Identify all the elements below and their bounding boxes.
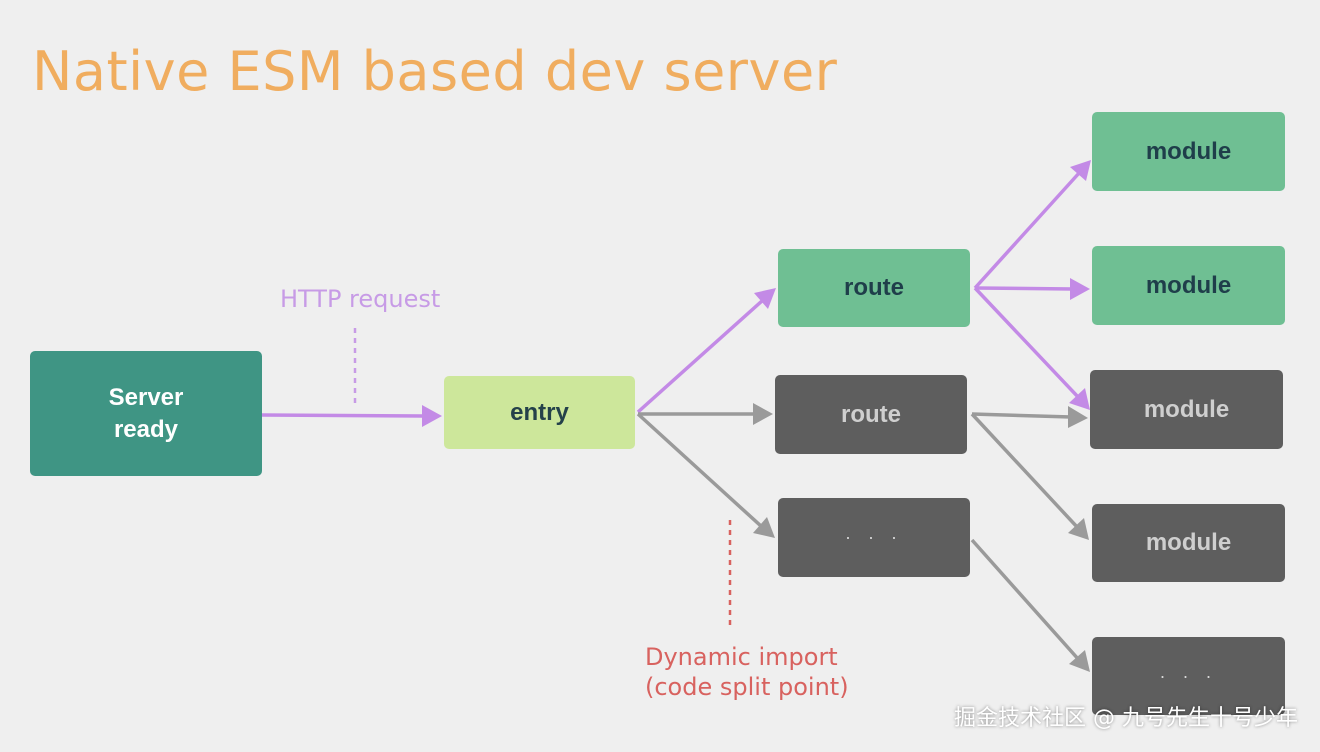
- server-ready-line2: ready: [113, 415, 179, 443]
- module-node-4: module: [1092, 504, 1285, 582]
- arrowhead-route-gray-module-3: [1068, 406, 1088, 428]
- server-ready-line1: Server: [108, 383, 184, 411]
- dots-node-right: · · ·: [1092, 637, 1285, 715]
- dynamic-import-label: Dynamic import (code split point): [645, 642, 849, 702]
- edge-dots-dots: [970, 538, 1081, 662]
- route-node-active: route: [778, 249, 970, 327]
- module-node-2: module: [1092, 246, 1285, 325]
- inactive-edges: [636, 403, 1090, 672]
- dynamic-import-line2: (code split point): [645, 673, 849, 701]
- arrowhead-entry-route-green: [754, 288, 776, 309]
- watermark-text: 掘金技术社区 @ 九号先生十号少年: [954, 706, 1298, 731]
- edge-server-entry: [261, 413, 425, 418]
- diagram-title: Native ESM based dev server: [32, 40, 838, 103]
- edge-route-module-3: [973, 286, 1081, 400]
- entry-node: entry: [444, 376, 635, 449]
- edge-entry-dots: [636, 412, 764, 529]
- module-node-3: module: [1090, 370, 1283, 449]
- arrowhead-route-module-1: [1070, 160, 1091, 181]
- route-node-inactive: route: [775, 375, 967, 454]
- edge-route-gray-module-3: [971, 412, 1072, 419]
- arrowhead-route-module-2: [1070, 278, 1090, 300]
- arrowhead-dots-dots: [1069, 650, 1090, 672]
- arrowhead-server-entry: [422, 405, 442, 427]
- server-ready-node: Server ready: [30, 351, 262, 476]
- dots-node-middle: · · ·: [778, 498, 970, 577]
- arrowhead-route-module-3: [1069, 388, 1090, 410]
- module-node-1: module: [1092, 112, 1285, 191]
- arrowhead-entry-dots: [753, 517, 775, 538]
- http-request-label: HTTP request: [280, 285, 441, 313]
- edge-route-module-2: [974, 286, 1074, 291]
- arrowhead-route-gray-module-4: [1068, 518, 1089, 540]
- arrowhead-entry-route-gray: [753, 403, 773, 425]
- edge-entry-route-green: [636, 298, 765, 414]
- edge-route-module-1: [973, 170, 1082, 290]
- active-edges: [261, 160, 1091, 427]
- edge-route-gray-module-4: [970, 412, 1080, 530]
- dynamic-import-line1: Dynamic import: [645, 643, 838, 671]
